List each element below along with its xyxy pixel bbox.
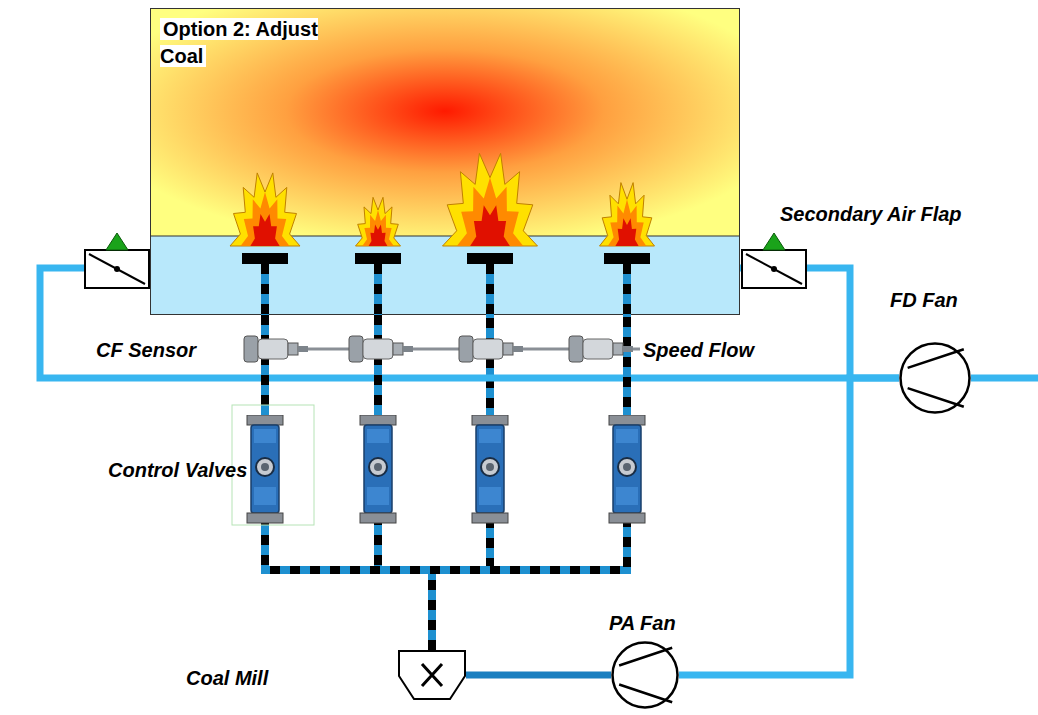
furnace-box-outline bbox=[150, 8, 740, 315]
furnace-box: Option 2: Adjust Coal bbox=[150, 8, 740, 315]
fd-fan: FD Fan bbox=[899, 342, 971, 414]
coal-mill-outline bbox=[398, 650, 466, 700]
air-duct bbox=[679, 378, 899, 675]
cf-sensors bbox=[244, 336, 633, 362]
fd-fan-outline bbox=[899, 342, 971, 414]
diagram-heading: Option 2: Adjust Coal bbox=[160, 16, 350, 70]
sensor-label: CF Sensor bbox=[96, 338, 196, 362]
valve-label: Control Valves bbox=[108, 458, 247, 482]
air-flap-right bbox=[742, 233, 806, 288]
equipment-label: Coal Mill bbox=[186, 666, 268, 690]
sensor-label: Speed Flow bbox=[643, 338, 754, 362]
equipment-label: FD Fan bbox=[890, 288, 958, 312]
heading-text: Option 2: Adjust Coal bbox=[160, 18, 318, 67]
pa-fan: PA Fan bbox=[611, 641, 679, 709]
air-duct bbox=[466, 675, 611, 676]
air-inlet bbox=[971, 375, 1038, 382]
control-valves bbox=[247, 415, 645, 523]
pa-fan-outline bbox=[611, 641, 679, 709]
flap-label: Secondary Air Flap bbox=[780, 202, 962, 226]
air-flap-left bbox=[85, 233, 149, 288]
equipment-label: PA Fan bbox=[609, 611, 676, 635]
coal-mill: Coal Mill bbox=[398, 650, 466, 700]
